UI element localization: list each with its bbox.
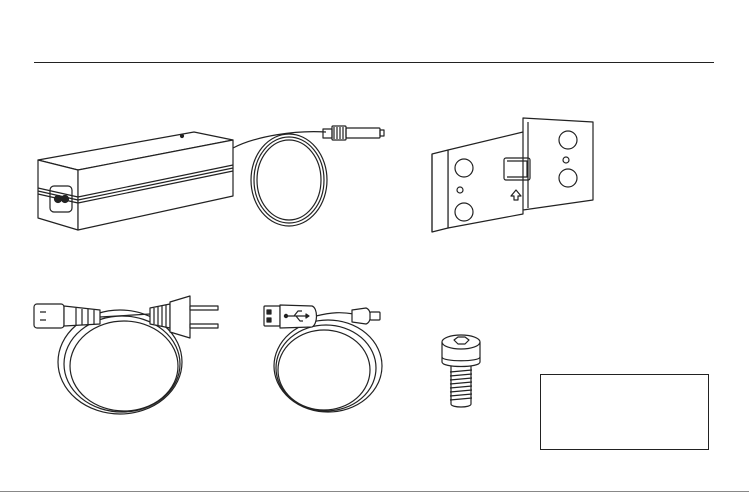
note-box (540, 374, 709, 450)
power-adapter-icon (36, 118, 386, 233)
power-adapter-illustration (36, 118, 386, 233)
usb-cable-illustration (262, 296, 387, 416)
mounting-bracket-illustration (428, 110, 603, 235)
header-divider (34, 62, 714, 63)
power-cord-illustration (30, 292, 230, 417)
power-cord-icon (30, 292, 230, 417)
mounting-bracket-icon (428, 110, 603, 235)
footer-divider (0, 491, 749, 492)
hex-screw-icon (438, 332, 484, 412)
hex-screw-illustration (438, 332, 484, 412)
usb-cable-icon (262, 296, 387, 416)
